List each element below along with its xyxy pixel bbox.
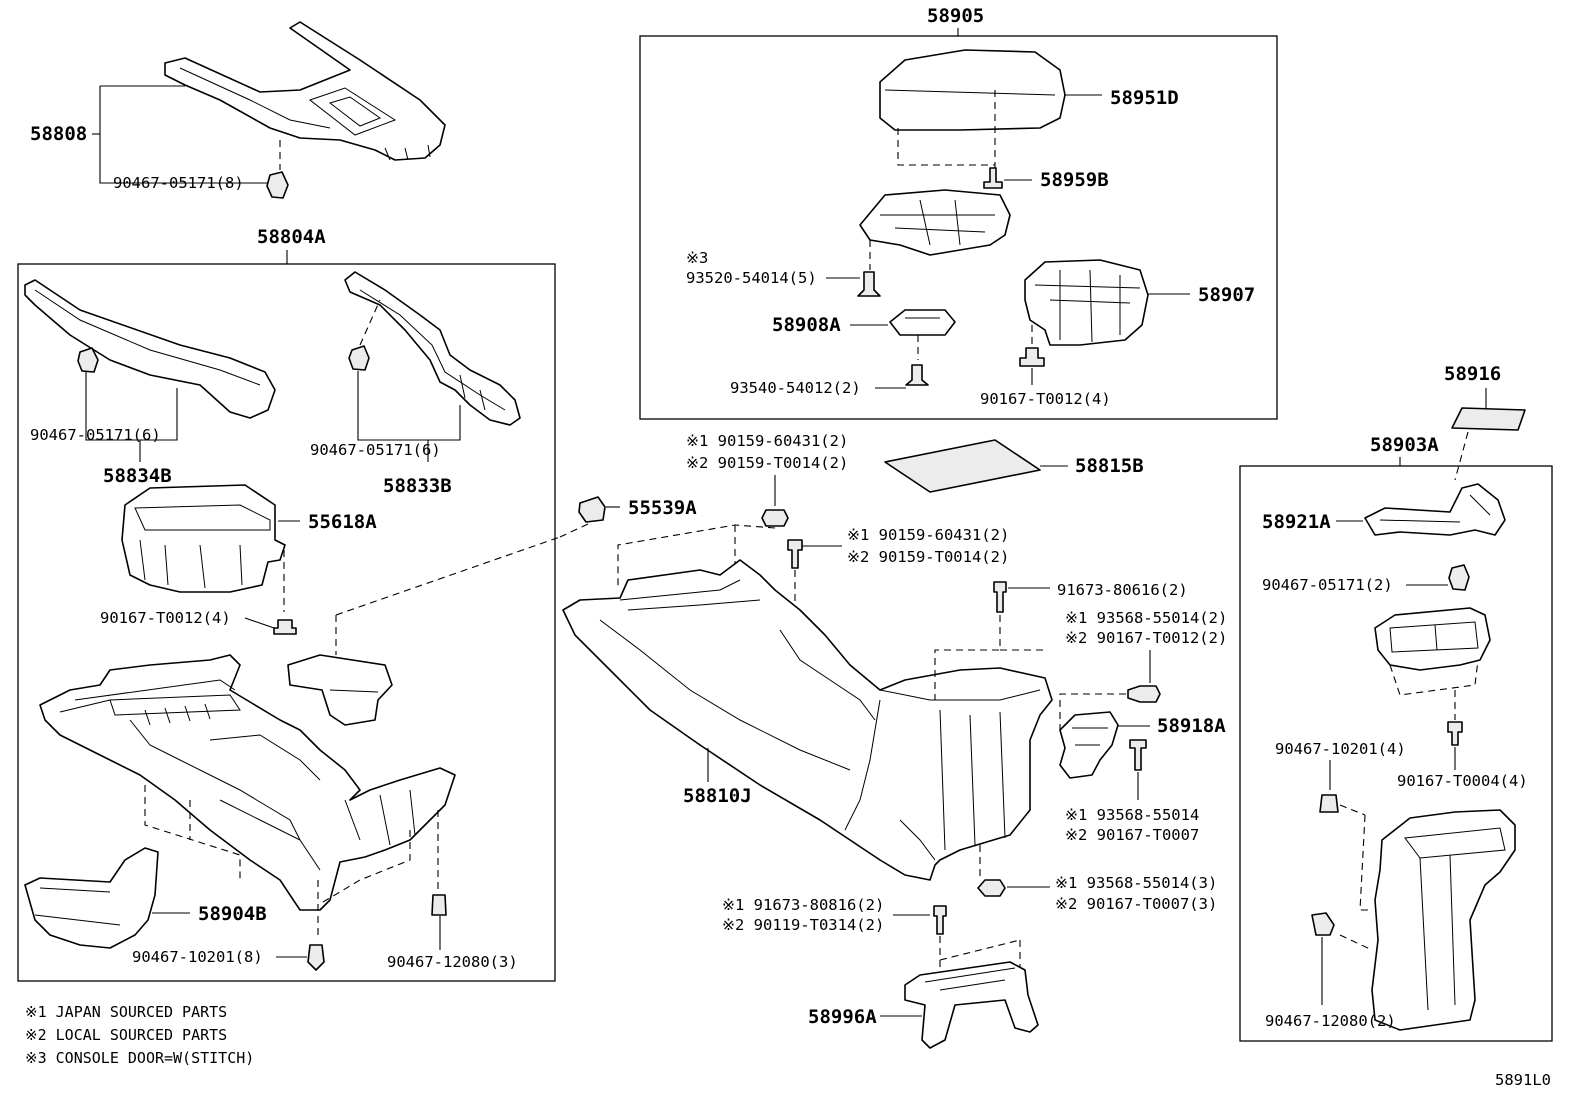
part-58904B-tray	[24, 847, 159, 949]
label-93520-54014-5: 93520-54014(5)	[686, 269, 817, 287]
label-58808: 58808	[30, 123, 87, 145]
label-55618A: 55618A	[308, 511, 377, 533]
label-58815B: 58815B	[1075, 455, 1144, 477]
part-rear-panel	[1371, 809, 1516, 1031]
screw-58959B	[983, 167, 1003, 189]
label-90159-T0014-2b: ※2 90159-T0014(2)	[847, 548, 1009, 566]
label-93568-55014-3: ※1 93568-55014(3)	[1055, 874, 1217, 892]
label-93520-mark: ※3	[686, 249, 708, 267]
nut-90159-60431-top	[761, 509, 789, 527]
label-58996A: 58996A	[808, 1006, 877, 1028]
label-90467-05171-6b: 90467-05171(6)	[310, 441, 441, 459]
screw-93520-54014	[857, 271, 881, 297]
part-58833B-bracket	[344, 271, 521, 426]
label-93568-55014-2: ※1 93568-55014(2)	[1065, 609, 1227, 627]
part-lid-hinge-base	[859, 189, 1011, 256]
label-90159-60431-2b: ※1 90159-60431(2)	[847, 526, 1009, 544]
part-55618A-box	[121, 484, 286, 593]
label-90467-12080-3: 90467-12080(3)	[387, 953, 518, 971]
label-90167-T0012-2: ※2 90167-T0012(2)	[1065, 629, 1227, 647]
clip-90467-05171-top	[266, 171, 289, 199]
label-58905: 58905	[927, 5, 984, 27]
label-90167-T0012-4a: 90167-T0012(4)	[100, 609, 231, 627]
part-58907-latch	[1024, 259, 1149, 346]
label-91673-80616-2: 91673-80616(2)	[1057, 581, 1188, 599]
part-cup-holder	[287, 654, 393, 726]
clip-90467-10201-right	[1319, 794, 1339, 813]
label-58810J: 58810J	[683, 785, 752, 807]
clip-90467-12080-left	[431, 894, 447, 916]
part-58918A-bracket	[1059, 711, 1119, 779]
part-58834B-left-trim	[24, 279, 276, 419]
label-91673-80816-2: ※1 91673-80816(2)	[722, 896, 884, 914]
screw-90167-T0004	[1447, 721, 1463, 746]
label-58804A: 58804A	[257, 226, 326, 248]
label-58918A: 58918A	[1157, 715, 1226, 737]
label-90467-12080-2: 90467-12080(2)	[1265, 1012, 1396, 1030]
label-90167-T0012-4b: 90167-T0012(4)	[980, 390, 1111, 408]
label-58834B: 58834B	[103, 465, 172, 487]
part-58921A-frame	[1364, 483, 1506, 536]
label-58904B: 58904B	[198, 903, 267, 925]
label-90119-T0314-2: ※2 90119-T0314(2)	[722, 916, 884, 934]
legend-note-1: ※1 JAPAN SOURCED PARTS	[25, 1003, 227, 1021]
part-58916-trim	[1451, 407, 1526, 431]
legend-note-3: ※3 CONSOLE DOOR=W(STITCH)	[25, 1049, 254, 1067]
label-90467-05171-2: 90467-05171(2)	[1262, 576, 1393, 594]
part-58810J-console	[562, 559, 1053, 881]
part-58815B-mat	[884, 439, 1041, 493]
clip-90467-12080-right	[1311, 912, 1335, 936]
clip-90467-10201-left	[307, 944, 325, 971]
label-55539A: 55539A	[628, 497, 697, 519]
clip-90467-05171-left	[77, 347, 99, 373]
figure-id: 5891L0	[1495, 1071, 1551, 1089]
bolt-93568-55014-bottom	[977, 879, 1006, 897]
screw-90167-T0012-left	[273, 619, 297, 635]
label-58921A: 58921A	[1262, 511, 1331, 533]
label-90467-10201-4: 90467-10201(4)	[1275, 740, 1406, 758]
label-93568-55014: ※1 93568-55014	[1065, 806, 1199, 824]
bolt-90159-T0014	[787, 539, 803, 569]
label-90467-10201-8: 90467-10201(8)	[132, 948, 263, 966]
clip-90467-05171-right	[348, 345, 370, 371]
bolt-91673-80616	[993, 581, 1007, 613]
part-58908A-plate	[889, 309, 956, 336]
label-58916: 58916	[1444, 363, 1501, 385]
label-58907: 58907	[1198, 284, 1255, 306]
label-58903A: 58903A	[1370, 434, 1439, 456]
label-90159-T0014-2a: ※2 90159-T0014(2)	[686, 454, 848, 472]
legend-note-2: ※2 LOCAL SOURCED PARTS	[25, 1026, 227, 1044]
part-58996A-bracket	[904, 961, 1039, 1049]
bolt-91673-80816	[933, 905, 947, 935]
clip-90467-05171-right-group	[1448, 564, 1470, 591]
label-90167-T0007-3: ※2 90167-T0007(3)	[1055, 895, 1217, 913]
screw-93540-54012	[905, 364, 929, 386]
switch-55539A	[578, 496, 606, 523]
label-90467-05171-8: 90467-05171(8)	[113, 174, 244, 192]
label-58908A: 58908A	[772, 314, 841, 336]
label-58833B: 58833B	[383, 475, 452, 497]
label-58951D: 58951D	[1110, 87, 1179, 109]
label-90167-T0004-4: 90167-T0004(4)	[1397, 772, 1528, 790]
label-58959B: 58959B	[1040, 169, 1109, 191]
group-box-58903A	[1239, 465, 1553, 1042]
screw-90167-T0012-top	[1019, 347, 1045, 367]
label-90167-T0007: ※2 90167-T0007	[1065, 826, 1199, 844]
part-lower-console	[39, 654, 456, 911]
bolt-93568-55014-side	[1127, 685, 1161, 703]
label-90159-60431-2a: ※1 90159-60431(2)	[686, 432, 848, 450]
label-90467-05171-6a: 90467-05171(6)	[30, 426, 161, 444]
part-rear-tray	[1374, 607, 1491, 671]
part-58951D-pad	[879, 49, 1066, 131]
bolt-93568-55014	[1129, 739, 1147, 771]
part-58808-shift-panel	[164, 21, 446, 161]
label-93540-54012-2: 93540-54012(2)	[730, 379, 861, 397]
